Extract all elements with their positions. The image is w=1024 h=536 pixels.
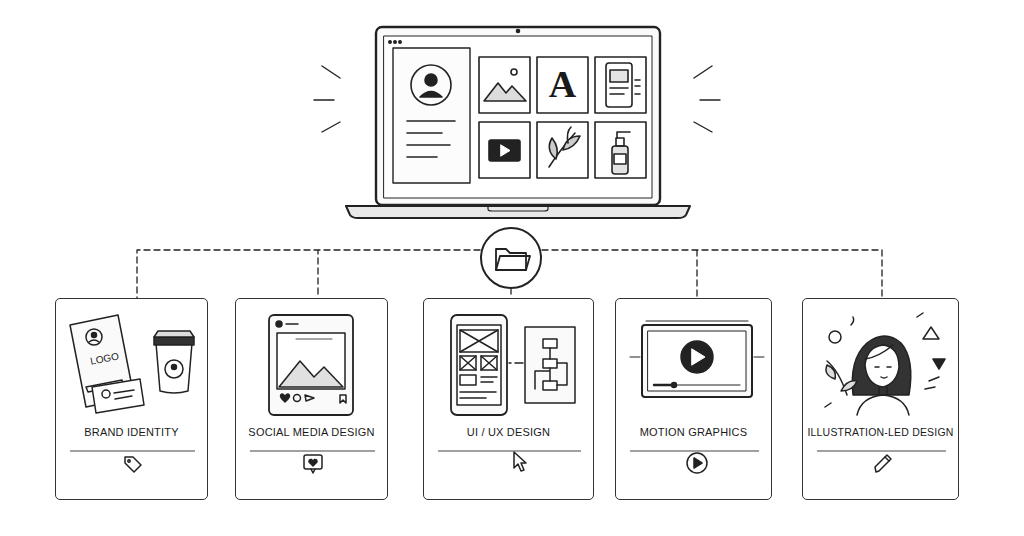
card-illustration (803, 299, 960, 501)
category-label: UI / UX DESIGN (467, 426, 550, 438)
card-illustration (236, 299, 389, 501)
card-illustration (56, 299, 209, 501)
card-title: UI / UX DESIGN (428, 426, 589, 438)
category-label: BRAND IDENTITY (84, 426, 178, 438)
card-illustration (424, 299, 595, 501)
category-label: MOTION GRAPHICS (640, 426, 748, 438)
category-card: BRAND IDENTITYLOGO (55, 298, 208, 500)
category-label: SOCIAL MEDIA DESIGN (248, 426, 374, 438)
category-card: MOTION GRAPHICS (615, 298, 772, 500)
category-card: UI / UX DESIGN (423, 298, 594, 500)
card-illustration (616, 299, 773, 501)
category-card: SOCIAL MEDIA DESIGN (235, 298, 388, 500)
typeface-glyph: A (537, 62, 588, 106)
category-label: ILLUSTRATION-LED DESIGN (807, 426, 953, 438)
card-title: ILLUSTRATION-LED DESIGN (807, 426, 954, 438)
category-card: ILLUSTRATION-LED DESIGN (802, 298, 959, 500)
card-title: SOCIAL MEDIA DESIGN (240, 426, 383, 438)
card-title: BRAND IDENTITY (60, 426, 203, 438)
card-title: MOTION GRAPHICS (620, 426, 767, 438)
